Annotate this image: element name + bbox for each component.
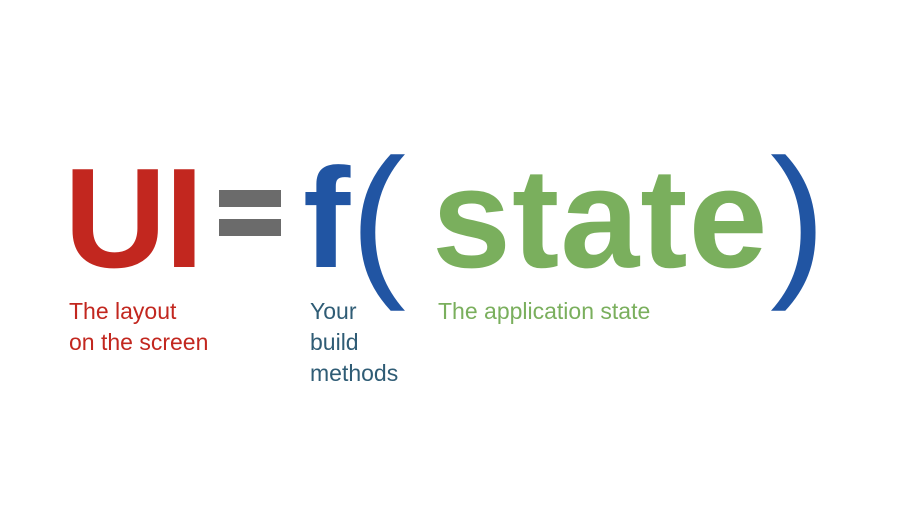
state-caption-line: The application state <box>438 298 651 324</box>
build-caption-line: methods <box>310 360 399 386</box>
equals-sign-top-bar <box>219 190 281 207</box>
open-parenthesis: ( <box>350 124 406 312</box>
ui-term: UI <box>64 139 204 298</box>
ui-caption-line: on the screen <box>69 329 209 355</box>
build-caption-line: Your <box>310 298 357 324</box>
close-parenthesis: ) <box>770 124 826 312</box>
state-term: state <box>432 139 769 298</box>
equals-sign-bottom-bar <box>219 219 281 236</box>
ui-caption-line: The layout <box>69 298 177 324</box>
build-caption: Your build methods <box>310 296 398 389</box>
ui-caption: The layout on the screen <box>69 296 208 358</box>
function-term: f <box>303 139 351 298</box>
state-caption: The application state <box>438 296 650 327</box>
build-caption-line: build <box>310 329 359 355</box>
